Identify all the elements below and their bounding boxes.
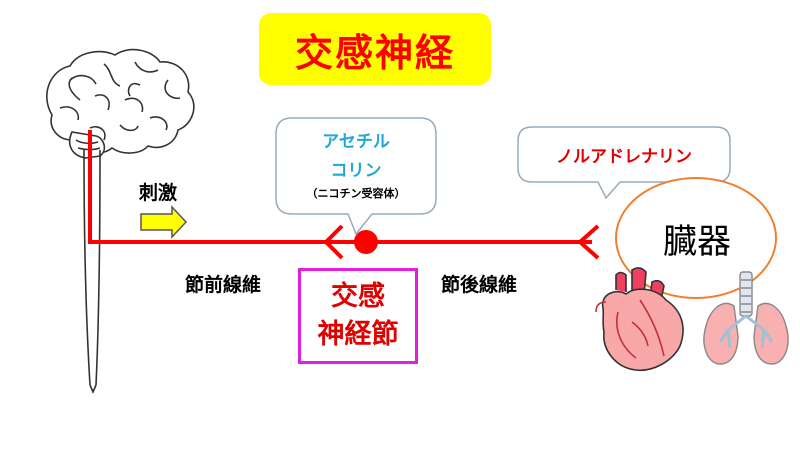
preganglionic-label: 節前線維 [185,274,262,296]
synapse-dot [354,230,378,254]
heart-icon [595,267,684,371]
page-title: 交感神経 [294,30,455,75]
stimulus-label: 刺激 [139,182,178,204]
organ-label: 臓器 [663,222,731,262]
noradrenaline-text-wrap: ノルアドレナリン [520,142,728,167]
ganglion-box: 交感 神経節 [298,268,418,364]
ach-line3: （ニコチン受容体） [306,187,406,200]
postganglionic-label: 節後線維 [441,274,518,296]
nerve-pathway [88,130,600,260]
title-banner: 交感神経 [259,13,491,85]
organ-ellipse [615,177,777,299]
ach-line2: コリン [330,161,382,181]
stimulus-arrow-icon [140,205,188,239]
organ-label-wrap: 臓器 [642,214,752,263]
spinal-cord-icon [83,149,101,395]
lungs-icon [703,271,789,365]
ach-line1: アセチル [322,132,390,152]
noradrenaline-text: ノルアドレナリン [556,147,692,167]
ganglion-line1: 交感 [331,281,385,312]
acetylcholine-text: アセチル コリン （ニコチン受容体） [278,127,434,201]
acetylcholine-bubble [275,117,437,236]
ganglion-line2: 神経節 [317,319,399,350]
brain-icon [46,48,195,159]
